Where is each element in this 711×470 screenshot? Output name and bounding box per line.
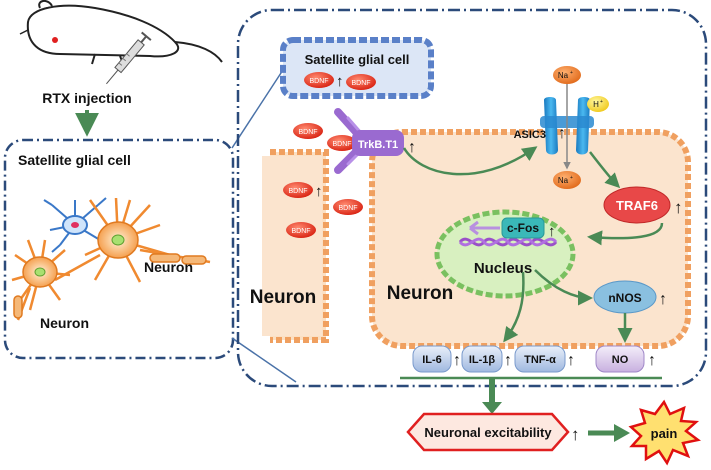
bdnf-molecule <box>346 74 376 90</box>
asic3-to-traf6-arrow <box>589 151 621 189</box>
na-label-top: Na <box>558 71 569 80</box>
bdnf-molecule <box>304 72 334 88</box>
bdnf-label: BDNF <box>351 80 370 87</box>
to-pain-head <box>614 424 630 442</box>
na-label-bottom: Na <box>558 176 569 185</box>
up-arrow-no: ↑ <box>648 352 656 369</box>
up-arrow-bdnf-sgc: ↑ <box>336 73 344 90</box>
excitability-label: Neuronal excitability <box>424 425 552 440</box>
il6-label: IL-6 <box>422 354 442 366</box>
excitability-node <box>406 412 570 452</box>
bdnf-label: BDNF <box>338 205 357 212</box>
left-neuron-label-bottom: Neuron <box>40 315 89 331</box>
rtx-injection-label: RTX injection <box>42 90 131 106</box>
satellite-glial-cell-illustration <box>43 197 111 253</box>
cfos-to-cytokines-arrow <box>503 271 525 343</box>
neuron-nucleus-right <box>111 234 125 246</box>
na-sup-top: + <box>570 70 573 76</box>
asic3-label: ASIC3 <box>514 129 546 141</box>
il1b-node <box>461 345 503 373</box>
il1b-label: IL-1β <box>469 354 496 366</box>
to-excitability-head <box>482 402 502 414</box>
traf6-node <box>603 186 671 224</box>
asic3-channel <box>540 97 594 155</box>
up-arrow-traf6: ↑ <box>674 198 683 217</box>
right-neuron-label: Neuron <box>387 283 454 304</box>
main-panel-border <box>236 8 708 388</box>
left-sgc-label: Satellite glial cell <box>18 152 131 168</box>
mouse-illustration <box>19 0 223 67</box>
trkb-receptor <box>334 108 404 174</box>
bdnf-label: BDNF <box>291 228 310 235</box>
bdnf-cluster: BDNF BDNF BDNF BDNF BDNF <box>283 123 363 238</box>
na-ion-bottom <box>553 171 581 189</box>
up-arrow-il6: ↑ <box>453 352 461 369</box>
bdnf-label: BDNF <box>288 188 307 195</box>
nnos-label: nNOS <box>608 291 641 305</box>
traf6-to-cfos-arrow <box>587 222 664 246</box>
up-arrow-cfos: ↑ <box>548 223 556 240</box>
up-arrow-excitability: ↑ <box>571 425 580 444</box>
up-arrow-bdnf: ↑ <box>315 183 323 200</box>
up-arrow-asic3: ↑ <box>558 125 566 142</box>
bdnf-label: BDNF <box>309 78 328 85</box>
bdnf-label: BDNF <box>298 129 317 136</box>
syringe-icon <box>106 31 152 85</box>
cfos-label: c-Fos <box>507 221 539 235</box>
up-arrow-nnos: ↑ <box>659 291 667 308</box>
up-arrow-il1b: ↑ <box>504 352 512 369</box>
mouse-eye <box>52 37 58 43</box>
tnfa-node <box>514 345 566 373</box>
na-sup-bottom: + <box>570 175 573 181</box>
sgc-box-label: Satellite glial cell <box>305 52 410 67</box>
cfos-to-nnos-arrow <box>534 269 593 306</box>
zoom-connector-bottom <box>231 337 297 383</box>
trkb-label: TrkB.T1 <box>358 139 398 151</box>
traf6-label: TRAF6 <box>616 198 658 213</box>
up-arrow-trkb: ↑ <box>408 139 416 156</box>
left-neuron-label: Neuron <box>250 287 317 308</box>
pain-starburst <box>628 399 701 466</box>
h-ion <box>587 96 609 112</box>
na-ion-top <box>553 66 581 84</box>
pain-label: pain <box>651 426 678 441</box>
cfos-node <box>501 217 545 239</box>
neuron-nucleus-left <box>34 267 46 277</box>
no-node <box>595 345 645 373</box>
dna-helix-icon <box>458 220 558 247</box>
il6-node <box>412 345 452 373</box>
h-sup: + <box>600 99 603 105</box>
left-panel-border <box>3 138 235 360</box>
bdnf-label: BDNF <box>332 141 351 148</box>
trkb-to-asic3-arrow <box>402 146 538 176</box>
h-label: H <box>593 100 599 109</box>
no-label: NO <box>612 354 629 366</box>
nucleus-label: Nucleus <box>474 260 532 277</box>
left-neuron-label-right: Neuron <box>144 259 193 275</box>
up-arrow-tnfa: ↑ <box>567 352 575 369</box>
tnfa-label: TNF-α <box>524 354 556 366</box>
